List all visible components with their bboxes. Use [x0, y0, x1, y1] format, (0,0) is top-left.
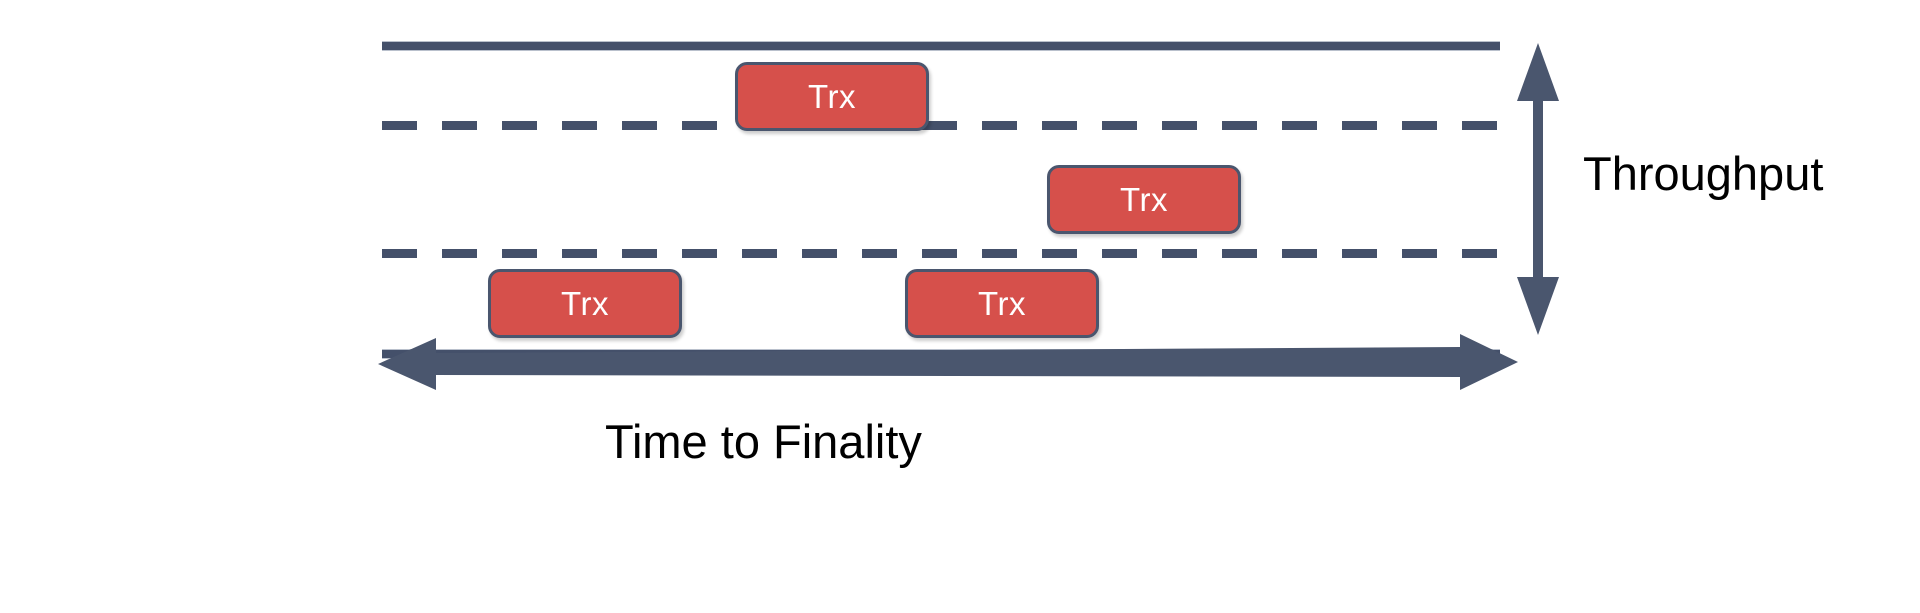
transaction-box-label: Trx: [978, 284, 1026, 322]
transaction-box-2[interactable]: Trx: [1047, 165, 1241, 234]
lane-line-top-boundary: [382, 41, 1500, 51]
lane-line-divider-lower: [382, 249, 1500, 258]
transaction-box-1[interactable]: Trx: [735, 62, 929, 131]
time-to-finality-double-arrow-icon: [378, 334, 1518, 394]
lane-line-divider-upper: [382, 121, 1500, 130]
throughput-double-arrow-icon: [1516, 43, 1560, 335]
transaction-box-label: Trx: [808, 77, 856, 115]
transaction-box-4[interactable]: Trx: [905, 269, 1099, 338]
transaction-box-3[interactable]: Trx: [488, 269, 682, 338]
transaction-box-label: Trx: [561, 284, 609, 322]
time-to-finality-axis-label: Time to Finality: [605, 415, 922, 468]
throughput-axis-label: Throughput: [1583, 147, 1824, 200]
transaction-box-label: Trx: [1120, 180, 1168, 218]
